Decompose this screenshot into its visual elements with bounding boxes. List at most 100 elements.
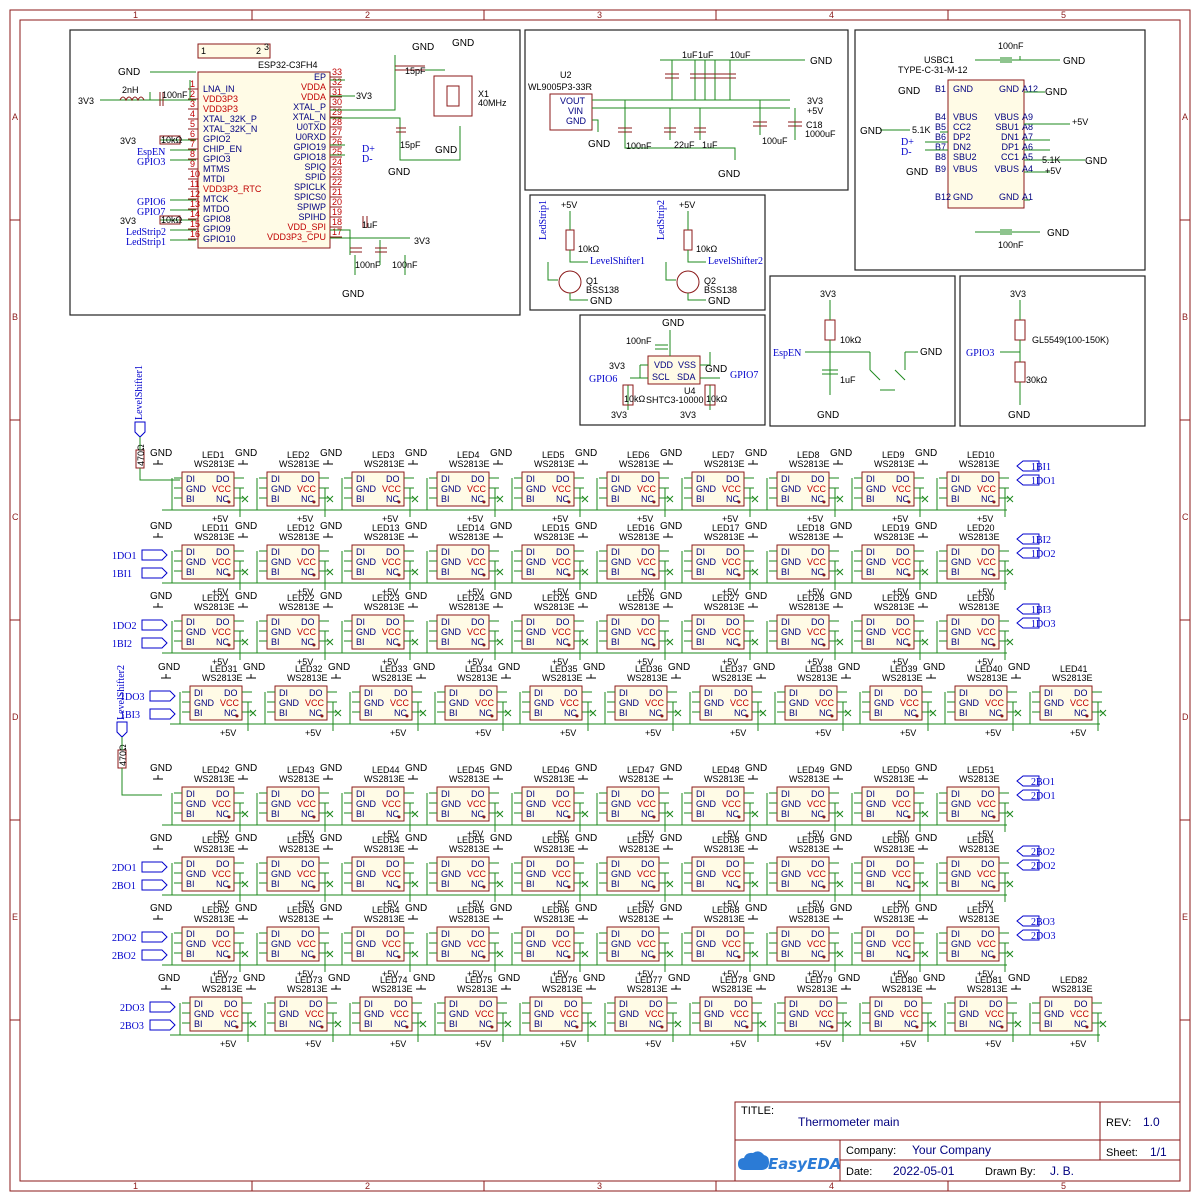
led-pin: NC (224, 708, 237, 718)
gnd-symbol (238, 603, 248, 608)
led-pin: VCC (467, 939, 487, 949)
led-gnd-label: GND (583, 973, 605, 984)
ldr-part: GL5549(100-150K) (1032, 335, 1109, 345)
led-vcc-label: +5V (977, 657, 993, 667)
led-pin: GND (534, 698, 555, 708)
led-pin: BI (781, 567, 790, 577)
led-part: WS2813E (789, 774, 830, 784)
led-pin: BI (704, 1019, 713, 1029)
led-pin: NC (989, 1019, 1002, 1029)
led-body (776, 926, 830, 962)
pin-dot (1085, 1025, 1089, 1029)
pin-number: 16 (190, 229, 200, 239)
gnd-symbol (663, 460, 673, 465)
frame-column-label: 3 (597, 1181, 602, 1191)
led-vcc-label: +5V (552, 514, 568, 524)
led-body (776, 856, 830, 892)
led-vcc-label: +5V (212, 657, 228, 667)
led-gnd-label: GND (490, 591, 512, 602)
pin-dot (822, 955, 826, 959)
led-gnd-label: GND (753, 662, 775, 673)
led-pin: VCC (212, 484, 232, 494)
led-pin: GND (951, 557, 972, 567)
led-wires (519, 1002, 592, 1042)
net-flag-icon (141, 949, 168, 961)
led-pin: GND (526, 627, 547, 637)
sensor-res-b (704, 384, 716, 406)
led-body (776, 614, 830, 650)
frame-row-label: B (12, 312, 18, 322)
led-body (521, 471, 575, 507)
led-pin: DO (386, 617, 400, 627)
led-wires (859, 1002, 932, 1042)
led-pin: VCC (467, 627, 487, 637)
led-body (946, 544, 1000, 580)
mosfet-symbol (676, 270, 700, 294)
no-connect-icon (326, 568, 334, 576)
led-part: WS2813E (789, 602, 830, 612)
led-pin: BI (186, 494, 195, 504)
led-part: WS2813E (279, 459, 320, 469)
gnd-symbol (323, 915, 333, 920)
led-part: WS2813E (627, 673, 668, 683)
led-pin: GND (364, 1009, 385, 1019)
led-part: WS2813E (967, 673, 1008, 683)
no-connect-icon (836, 568, 844, 576)
shifter-res-value: 10kΩ (696, 244, 718, 254)
pin-dot (567, 955, 571, 959)
usb-net-gnd-f: GND (1085, 156, 1107, 167)
led-pin: DI (364, 688, 373, 698)
led-pin: DO (1074, 688, 1088, 698)
led-ref: LED69 (797, 905, 825, 915)
net-flag-label: 1BI1 (112, 569, 132, 580)
pin-dot (652, 955, 656, 959)
title-block-frame (734, 1101, 1181, 1182)
led-vcc-label: +5V (467, 657, 483, 667)
pin-name: GPIO3 (203, 154, 231, 164)
net-flag-label: 1DO3 (120, 692, 144, 703)
led-gnd-label: GND (830, 591, 852, 602)
sensor-cap: 100nF (626, 336, 652, 346)
frame-column-label: 1 (133, 10, 138, 20)
led-pin: DO (224, 688, 238, 698)
no-connect-icon (836, 495, 844, 503)
gnd-symbol (161, 985, 171, 990)
led-vcc-label: +5V (807, 899, 823, 909)
led-pin: VCC (305, 698, 325, 708)
led-wires (264, 1002, 337, 1042)
level-shifters: +5V10kΩLedStrip1LevelShifter1Q1BSS138GND… (538, 200, 763, 307)
no-connect-icon (666, 638, 674, 646)
led-pin: GND (696, 799, 717, 809)
led-pin: NC (896, 494, 909, 504)
led-pin: VCC (722, 627, 742, 637)
led-pin: GND (611, 557, 632, 567)
led-vcc-label: +5V (467, 829, 483, 839)
gnd-symbol (578, 915, 588, 920)
led-pin: DI (696, 617, 705, 627)
led-pin: VCC (807, 557, 827, 567)
no-connect-icon (496, 638, 504, 646)
led-pin: NC (386, 809, 399, 819)
gnd-symbol (323, 845, 333, 850)
led-body (444, 996, 498, 1032)
led-ref: LED41 (1060, 664, 1088, 674)
net-flag-icon (141, 549, 168, 561)
led-wires (859, 691, 932, 731)
led-gnd-label: GND (235, 763, 257, 774)
led-pin: DI (874, 999, 883, 1009)
led-pin: NC (394, 1019, 407, 1029)
no-connect-icon (326, 638, 334, 646)
pin-name: GPIO18 (293, 152, 326, 162)
frame-row-label: A (1182, 112, 1188, 122)
led-part: WS2813E (619, 532, 660, 542)
